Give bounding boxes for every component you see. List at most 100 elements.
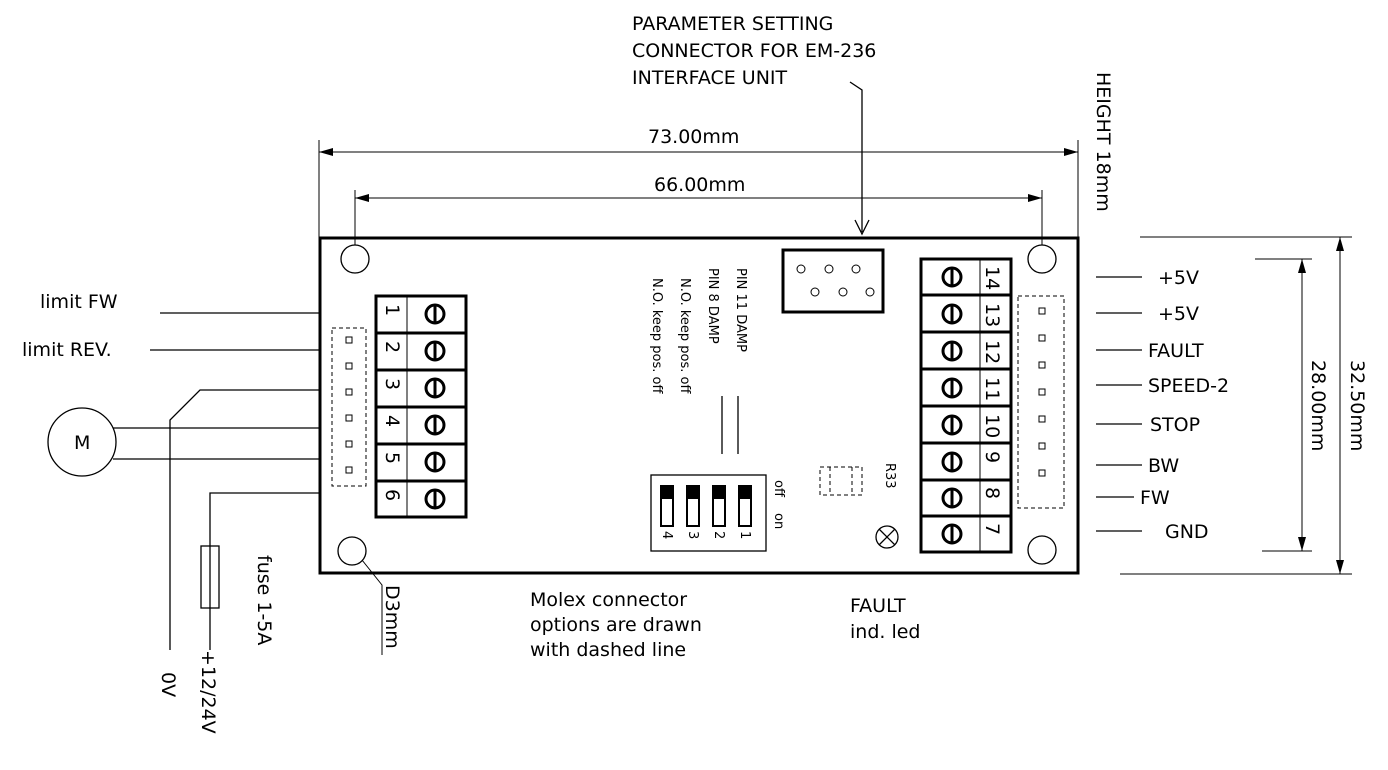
mount-hole-tr bbox=[1027, 244, 1057, 274]
molex-pin bbox=[345, 336, 353, 344]
molex-pin bbox=[345, 362, 353, 370]
molex-pin bbox=[1038, 415, 1046, 423]
supply-0v-label: 0V bbox=[157, 672, 179, 697]
signal-label: BW bbox=[1148, 455, 1179, 477]
signal-limit-rev: limit REV. bbox=[22, 339, 112, 361]
dip-note-4: N.O. keep pos. off bbox=[649, 278, 664, 394]
fault-led bbox=[875, 525, 899, 549]
molex-pin bbox=[1038, 334, 1046, 342]
mount-hole-bl bbox=[337, 536, 367, 566]
dip-number: 3 bbox=[685, 531, 700, 539]
dim-32-label: 32.50mm bbox=[1346, 360, 1368, 451]
terminal-number: 8 bbox=[981, 487, 1003, 499]
dip-number: 1 bbox=[737, 531, 752, 539]
note-line-1: Molex connector bbox=[530, 589, 687, 611]
height-label: HEIGHT 18mm bbox=[1092, 72, 1114, 212]
molex-pin bbox=[1038, 469, 1046, 477]
note-line-2: options are drawn bbox=[530, 614, 702, 636]
callout-line-2: CONNECTOR FOR EM-236 bbox=[632, 40, 876, 62]
molex-pin bbox=[345, 440, 353, 448]
signal-limit-fw: limit FW bbox=[40, 291, 118, 313]
dim-28-arrow-top bbox=[1298, 259, 1306, 273]
board-outline bbox=[318, 236, 1080, 575]
molex-pin bbox=[345, 414, 353, 422]
dip-toggle[interactable]: 2 bbox=[711, 485, 726, 539]
right-molex-outline bbox=[1017, 295, 1065, 509]
dim-73-arrow-right bbox=[1064, 148, 1078, 156]
hole-dim-label: D3mm bbox=[381, 585, 403, 649]
molex-pin bbox=[1038, 388, 1046, 396]
signal-label: FW bbox=[1140, 487, 1170, 509]
molex-pin bbox=[345, 388, 353, 396]
dip-toggle[interactable]: 1 bbox=[737, 485, 752, 539]
dip-number: 2 bbox=[711, 531, 726, 539]
dip-note-1: PIN 11 DAMP bbox=[733, 268, 748, 352]
motor-label: M bbox=[74, 432, 90, 454]
left-connector bbox=[374, 294, 468, 519]
callout-arrowhead bbox=[854, 219, 870, 236]
dim-28-arrow-bottom bbox=[1298, 537, 1306, 551]
terminal-number: 10 bbox=[981, 414, 1003, 438]
terminal-screw-icon bbox=[941, 487, 963, 509]
terminal-number: 1 bbox=[381, 304, 403, 316]
hole-dim-leader bbox=[361, 559, 383, 655]
terminal-screw-icon bbox=[941, 303, 963, 325]
dim-28-label: 28.00mm bbox=[1307, 360, 1329, 451]
param-connector-pins bbox=[796, 264, 875, 297]
dip-off-label: off bbox=[771, 480, 786, 498]
molex-pin bbox=[1038, 307, 1046, 315]
dim-66-arrow-right bbox=[1028, 194, 1042, 202]
signal-label: SPEED-2 bbox=[1148, 375, 1229, 397]
wire-0v bbox=[169, 389, 319, 650]
dip-on-label: on bbox=[771, 513, 786, 529]
dim-32-arrow-top bbox=[1336, 237, 1344, 251]
note-line-3: with dashed line bbox=[530, 639, 686, 661]
terminal-screw-icon bbox=[941, 266, 963, 288]
mount-hole-tl bbox=[340, 244, 370, 274]
signal-label: STOP bbox=[1150, 414, 1200, 436]
terminal-screw-icon bbox=[424, 340, 446, 362]
dim-32-arrow-bottom bbox=[1336, 560, 1344, 574]
dim-73-label: 73.00mm bbox=[648, 126, 739, 148]
molex-pin bbox=[345, 466, 353, 474]
terminal-number: 3 bbox=[381, 378, 403, 390]
molex-pin bbox=[1038, 361, 1046, 369]
terminal-number: 2 bbox=[381, 341, 403, 353]
terminal-screw-icon bbox=[941, 340, 963, 362]
terminal-screw-icon bbox=[424, 414, 446, 436]
right-connector bbox=[919, 257, 1013, 554]
dim-66-arrow-left bbox=[355, 194, 369, 202]
terminal-screw-icon bbox=[424, 303, 446, 325]
terminal-number: 4 bbox=[381, 415, 403, 427]
callout-leader bbox=[849, 81, 863, 232]
terminal-screw-icon bbox=[941, 414, 963, 436]
molex-pin bbox=[1038, 442, 1046, 450]
dim-66-label: 66.00mm bbox=[654, 174, 745, 196]
terminal-number: 11 bbox=[981, 377, 1003, 401]
supply-vplus-label: +12/24V bbox=[197, 650, 219, 734]
terminal-number: 6 bbox=[381, 489, 403, 501]
signal-label: +5V bbox=[1158, 267, 1199, 289]
signal-label: FAULT bbox=[1148, 340, 1204, 362]
r33-label: R33 bbox=[882, 463, 897, 489]
callout-line-3: INTERFACE UNIT bbox=[632, 67, 788, 89]
dim-73-arrow-left bbox=[319, 148, 333, 156]
param-connector bbox=[781, 248, 885, 314]
left-molex-outline bbox=[331, 327, 367, 487]
terminal-screw-icon bbox=[941, 523, 963, 545]
fuse-symbol bbox=[200, 545, 220, 609]
dip-toggle[interactable]: 4 bbox=[659, 485, 674, 539]
dip-note-3: N.O. keep pos. off bbox=[677, 278, 692, 394]
terminal-number: 9 bbox=[981, 451, 1003, 463]
r33-outline bbox=[819, 466, 863, 496]
dip-toggle[interactable]: 3 bbox=[685, 485, 700, 539]
led-label-2: ind. led bbox=[850, 621, 921, 643]
terminal-screw-icon bbox=[424, 488, 446, 510]
signal-label: +5V bbox=[1158, 303, 1199, 325]
terminal-screw-icon bbox=[424, 451, 446, 473]
terminal-screw-icon bbox=[941, 377, 963, 399]
terminal-number: 14 bbox=[981, 266, 1003, 290]
terminal-number: 7 bbox=[981, 523, 1003, 535]
dip-note-2: PIN 8 DAMP bbox=[705, 268, 720, 344]
